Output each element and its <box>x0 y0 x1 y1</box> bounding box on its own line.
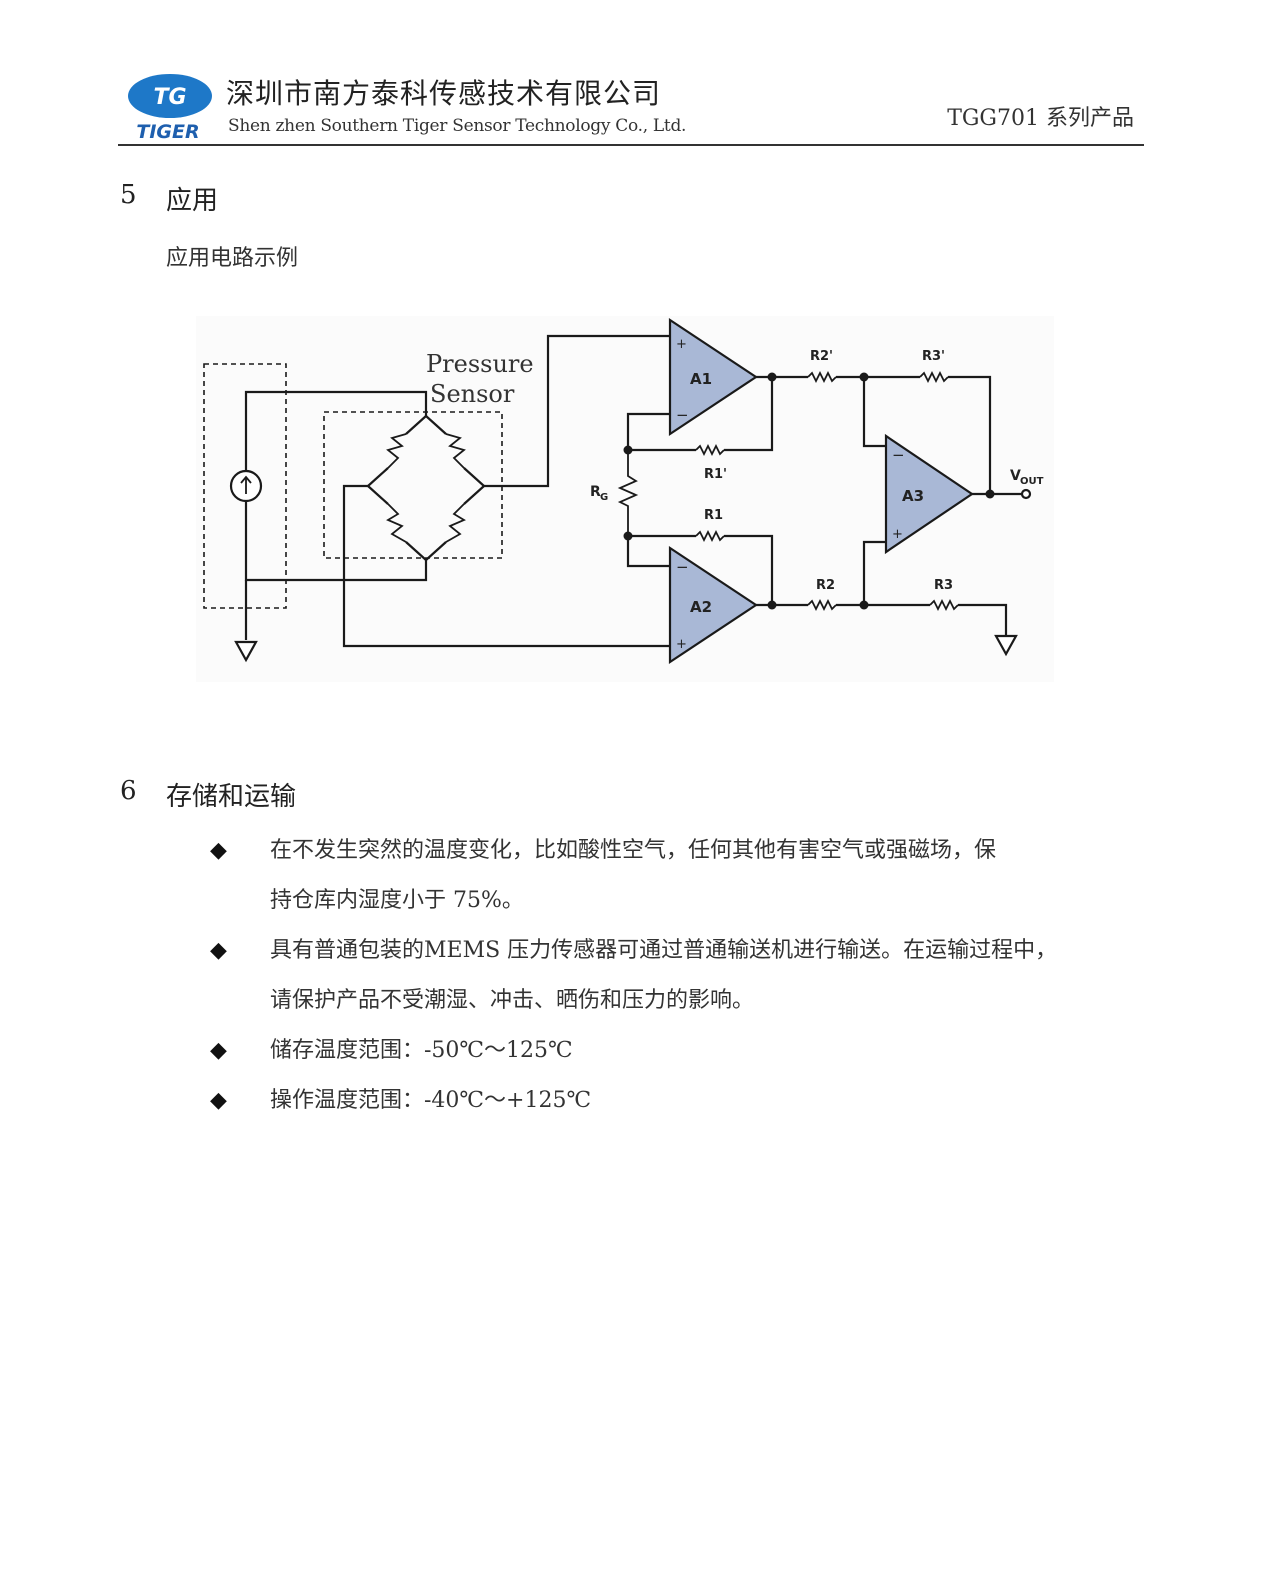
a2-inverting-wire <box>626 536 670 568</box>
list-item-line: 在不发生突然的温度变化，比如酸性空气，任何其他有害空气或强磁场，保 <box>270 838 997 863</box>
a3-label: A3 <box>902 487 924 505</box>
a3-inverting-wire <box>862 377 886 448</box>
bridge-resistor-br <box>445 503 466 543</box>
list-item-line: 具有普通包装的MEMS 压力传感器可通过普通输送机进行输送。在运输过程中， <box>270 938 1058 963</box>
pressure-label: Pressure <box>426 350 534 378</box>
rg-label: R <box>590 484 601 500</box>
bullet-diamond-icon: ◆ <box>210 838 227 863</box>
bridge-output-left-wire <box>342 484 670 648</box>
company-name-cn: 深圳市南方泰科传感技术有限公司 <box>226 77 662 110</box>
section-6-title: 存储和运输 <box>166 782 297 812</box>
bullet-diamond-icon: ◆ <box>210 1088 227 1113</box>
list-item-line: 持仓库内湿度小于 75%。 <box>270 888 524 913</box>
vout-terminal <box>1020 488 1032 500</box>
a3-noninverting-wire <box>862 540 886 605</box>
resistor-r1p <box>695 443 725 457</box>
list-item-line: 请保护产品不受潮湿、冲击、晒伤和压力的影响。 <box>270 988 755 1013</box>
opamp-a1 <box>668 317 758 437</box>
bridge-resistor-tr <box>445 433 466 469</box>
bullet-diamond-icon: ◆ <box>210 938 227 963</box>
list-item: ◆ 操作温度范围：-40℃～+125℃ <box>210 1076 1100 1126</box>
r3p-label: R3' <box>922 349 945 364</box>
page-header: TG TIGER 深圳市南方泰科传感技术有限公司 Shen zhen South… <box>118 66 1144 146</box>
vout-label: V <box>1010 468 1021 484</box>
r2p-label: R2' <box>810 349 833 364</box>
section-6-number: 6 <box>120 776 137 806</box>
resistor-r3p <box>919 370 949 384</box>
sensor-label: Sensor <box>430 380 515 408</box>
list-item-line: 操作温度范围：-40℃～+125℃ <box>270 1088 592 1113</box>
supply-top-wire <box>244 390 428 472</box>
logo-mark: TG <box>153 85 186 110</box>
list-item: ◆ 具有普通包装的MEMS 压力传感器可通过普通输送机进行输送。在运输过程中， … <box>210 926 1100 1026</box>
a2-label: A2 <box>690 598 712 616</box>
list-item: ◆ 在不发生突然的温度变化，比如酸性空气，任何其他有害空气或强磁场，保 持仓库内… <box>210 826 1100 926</box>
company-name-en: Shen zhen Southern Tiger Sensor Technolo… <box>228 116 687 136</box>
a1-minus: − <box>676 406 689 424</box>
product-series: TGG701 系列产品 <box>947 106 1134 131</box>
a1-plus: + <box>676 337 687 352</box>
resistor-r2p <box>807 370 837 384</box>
section-5-subheading: 应用电路示例 <box>166 246 299 271</box>
current-source-box <box>203 363 287 609</box>
ground-symbol-left <box>234 640 258 663</box>
resistor-r2 <box>807 598 837 612</box>
opamp-a2 <box>668 545 758 665</box>
resistor-r1 <box>695 529 725 543</box>
supply-bottom-wire <box>244 502 428 582</box>
bullet-diamond-icon: ◆ <box>210 1038 227 1063</box>
ground-symbol-right <box>994 634 1018 657</box>
a2-plus: + <box>676 637 687 652</box>
a1-inverting-wire <box>626 412 670 450</box>
opamp-a3 <box>884 433 974 555</box>
section-5-number: 5 <box>120 180 137 210</box>
rg-subscript: G <box>600 492 608 503</box>
resistor-r3 <box>929 598 959 612</box>
r1p-label: R1' <box>704 467 727 482</box>
a3-plus: + <box>892 527 903 542</box>
bridge-resistor-tl <box>386 433 407 469</box>
r1-label: R1 <box>704 508 723 523</box>
r2-label: R2 <box>816 578 835 593</box>
application-circuit-diagram: Pressure Sensor A1 A2 A3 + − − + − + R1'… <box>196 316 1054 682</box>
a3-minus: − <box>892 446 905 464</box>
bridge-resistor-bl <box>386 503 407 543</box>
resistor-rg <box>617 450 639 536</box>
a1-label: A1 <box>690 370 712 388</box>
a2-minus: − <box>676 558 689 576</box>
bridge-output-right-wire <box>484 334 670 488</box>
tiger-logo: TG TIGER <box>128 74 212 142</box>
logo-word: TIGER <box>136 121 199 142</box>
r3-label: R3 <box>934 578 953 593</box>
bridge-wire <box>405 415 427 435</box>
vout-subscript: OUT <box>1020 476 1044 487</box>
section-5-title: 应用 <box>166 186 219 216</box>
list-item-line: 储存温度范围：-50℃～125℃ <box>270 1038 573 1063</box>
list-item: ◆ 储存温度范围：-50℃～125℃ <box>210 1026 1100 1076</box>
